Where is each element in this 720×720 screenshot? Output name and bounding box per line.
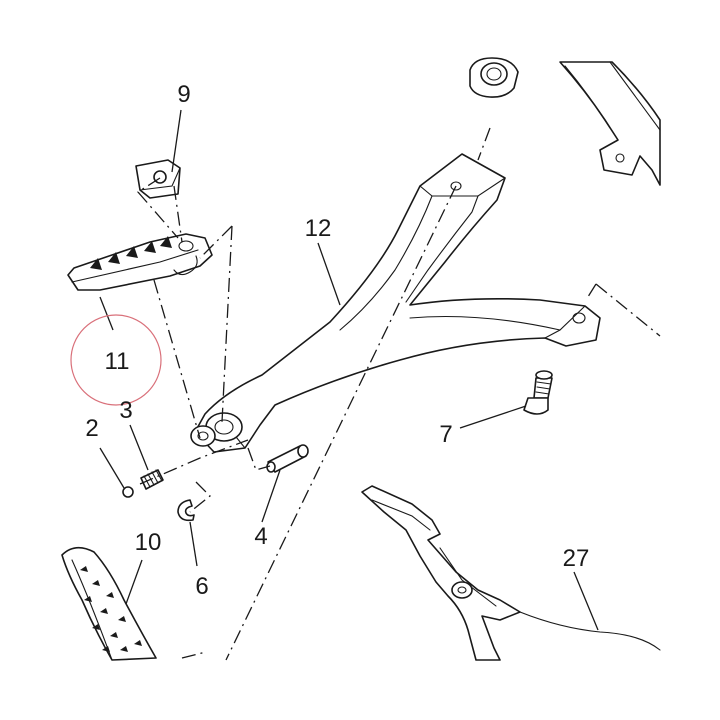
circlip xyxy=(177,499,195,522)
assembly-lines xyxy=(137,127,661,661)
callout-11: 11 xyxy=(105,348,130,375)
brake-pedal xyxy=(361,485,661,661)
callout-2: 2 xyxy=(85,415,98,442)
passenger-footpeg xyxy=(61,546,157,661)
detent-ball xyxy=(122,486,134,498)
callout-27: 27 xyxy=(563,545,590,572)
callout-10: 10 xyxy=(135,529,162,556)
callout-3: 3 xyxy=(119,397,132,424)
callout-12: 12 xyxy=(305,215,332,242)
callout-6: 6 xyxy=(195,573,208,600)
leader-lines xyxy=(99,109,599,631)
callout-7: 7 xyxy=(439,421,452,448)
highlight-circle xyxy=(70,314,162,406)
grommet-top xyxy=(469,57,519,98)
footrest-bracket xyxy=(190,153,601,453)
footpeg xyxy=(67,233,213,291)
callout-9: 9 xyxy=(177,81,190,108)
pivot-pin xyxy=(266,444,309,473)
bolt xyxy=(523,370,553,415)
callout-4: 4 xyxy=(254,523,267,550)
frame-bracket-top-right xyxy=(559,61,661,186)
